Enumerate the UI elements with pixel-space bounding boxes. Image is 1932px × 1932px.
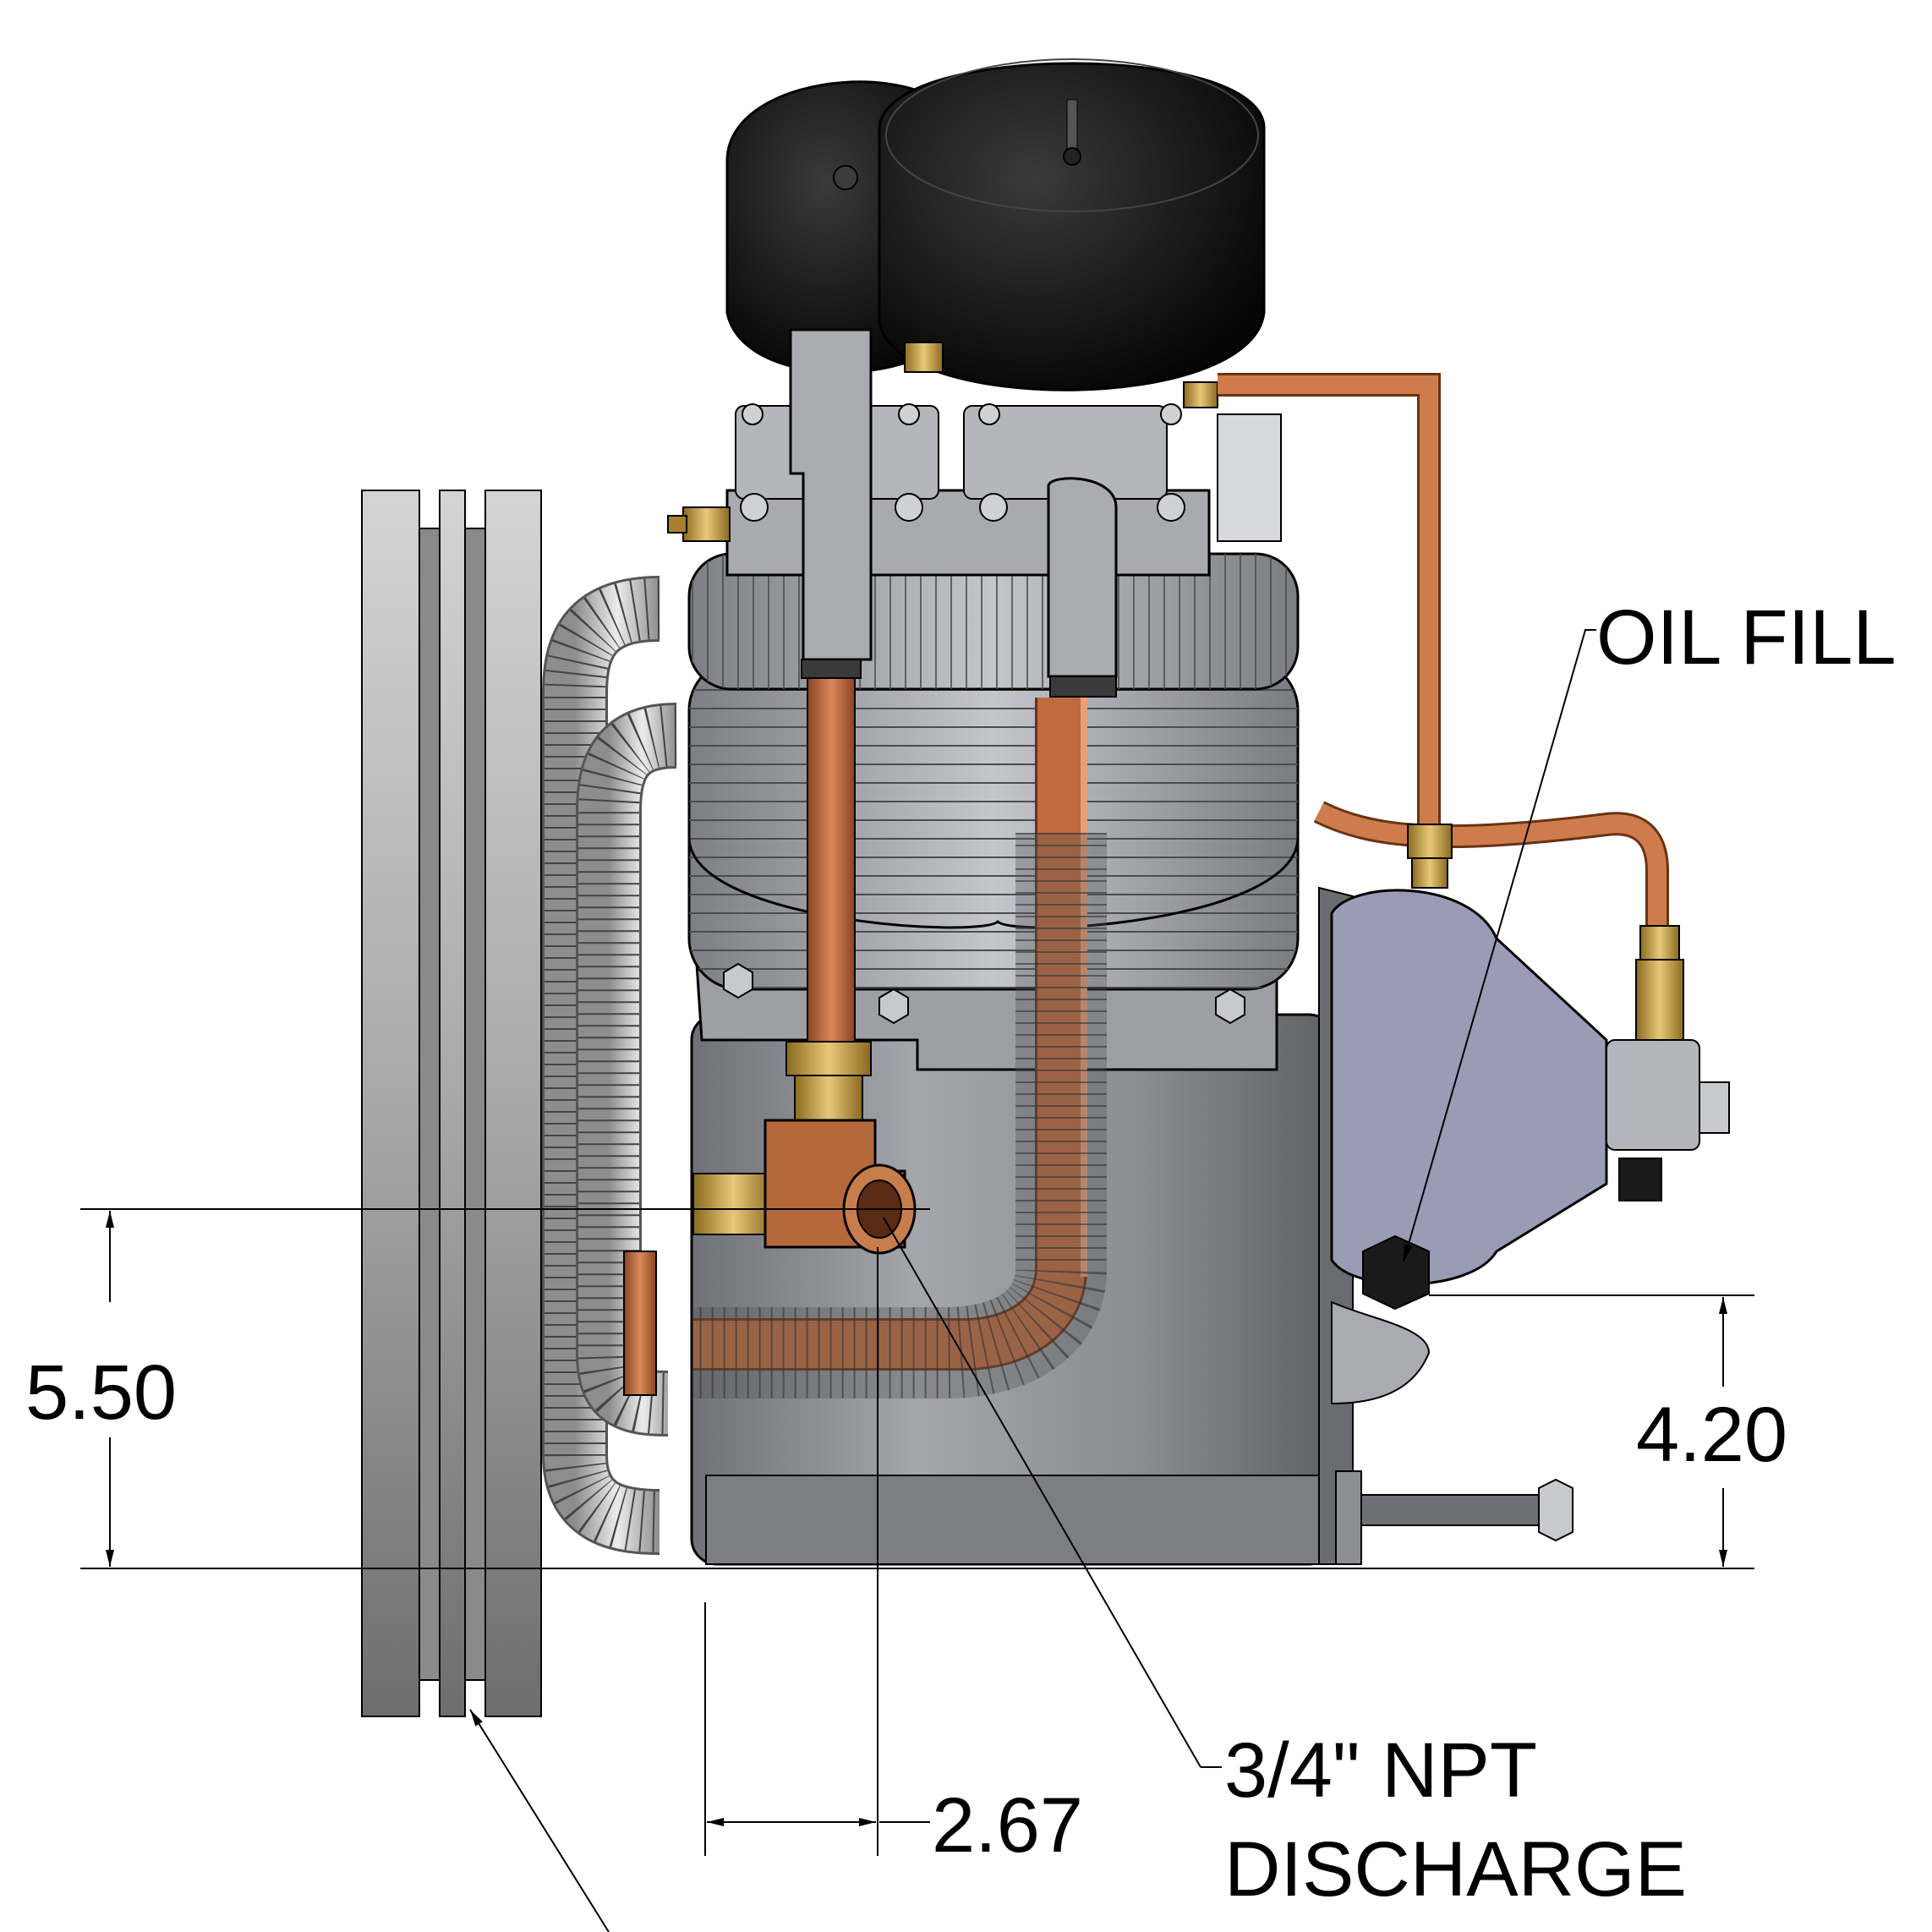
- discharge-label-line2: DISCHARGE: [1224, 1826, 1687, 1913]
- unloader-fitting: [682, 506, 731, 542]
- leader-pulley: [469, 1709, 610, 1932]
- brass-fittings: [692, 824, 1684, 1255]
- oil-fill-label: OIL FILL: [1596, 594, 1896, 681]
- pulley: [361, 490, 584, 1717]
- cylinder-block: [687, 658, 1300, 1071]
- dim-label-4-20: 4.20: [1636, 1392, 1787, 1478]
- pulley-mid: [439, 490, 466, 1717]
- pulley-rim-right: [484, 490, 542, 1717]
- dim-label-5-50: 5.50: [25, 1349, 177, 1436]
- filter-cap-front: [878, 58, 1266, 391]
- intake-hose: [542, 576, 678, 1555]
- discharge-label-line1: 3/4" NPT: [1224, 1727, 1537, 1814]
- leader-discharge: [883, 1217, 1201, 1768]
- discharge-coupling: [785, 1041, 872, 1076]
- inner-copper-tube: [623, 1251, 657, 1396]
- side-cover: [1330, 889, 1730, 1405]
- cylinder-head: [667, 403, 1300, 691]
- oil-fill-plug: [1362, 1234, 1430, 1311]
- discharge-elbows: [789, 328, 1118, 698]
- pulley-rim-left: [361, 490, 420, 1717]
- head-bolts: [740, 403, 1185, 522]
- leader-oil-fill: [1403, 629, 1596, 1262]
- pulley-groove-1: [419, 528, 441, 1681]
- dim-label-2-67: 2.67: [932, 1782, 1083, 1869]
- drain-rod: [1335, 1470, 1574, 1565]
- dimension-lines: [80, 629, 1754, 1932]
- pulley-groove-2: [464, 528, 486, 1681]
- flange-bolts: [723, 962, 1245, 1025]
